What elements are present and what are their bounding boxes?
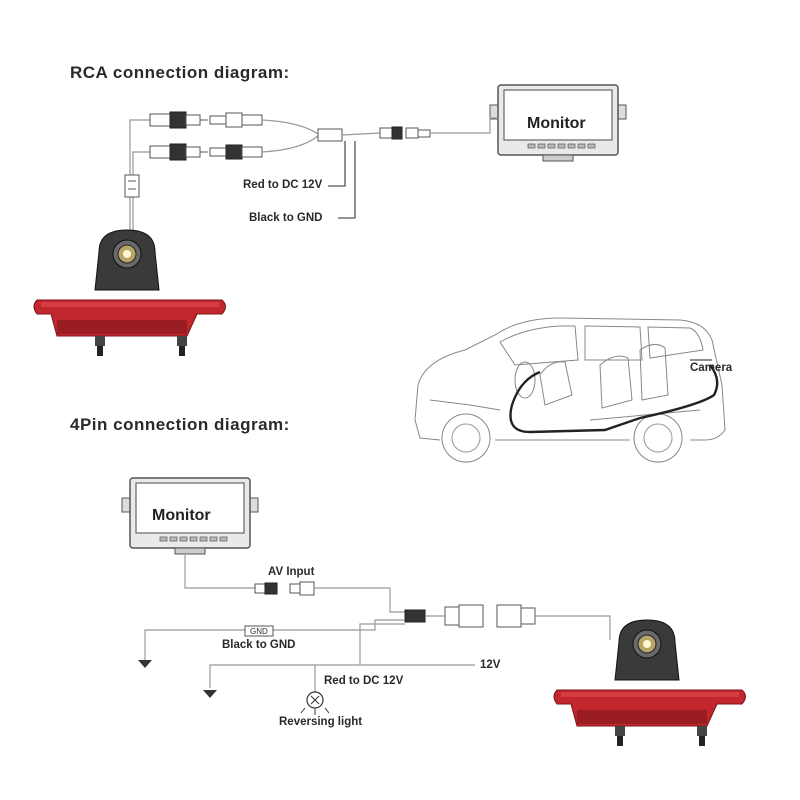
rca-video-connector xyxy=(149,111,263,129)
rca-heading: RCA connection diagram: xyxy=(70,63,290,82)
pin4-camera xyxy=(553,619,746,747)
rca-power-connector xyxy=(149,143,263,161)
rca-monitor-label: Monitor xyxy=(527,115,586,132)
pin4-black-label: Black to GND xyxy=(222,639,296,651)
rca-black-label: Black to GND xyxy=(249,212,323,224)
pin4-heading: 4Pin connection diagram: xyxy=(70,415,290,434)
reversing-label: Reversing light xyxy=(279,716,363,728)
volt-label: 12V xyxy=(480,659,501,671)
gnd-box-text: GND xyxy=(250,627,268,636)
camera-label: Camera xyxy=(690,362,733,374)
car-illustration xyxy=(414,317,726,463)
rca-camera xyxy=(33,229,226,357)
av-input-label: AV Input xyxy=(268,566,315,578)
pin4-red-label: Red to DC 12V xyxy=(324,675,404,687)
rca-red-label: Red to DC 12V xyxy=(243,179,323,191)
pin4-monitor-label: Monitor xyxy=(152,507,211,524)
